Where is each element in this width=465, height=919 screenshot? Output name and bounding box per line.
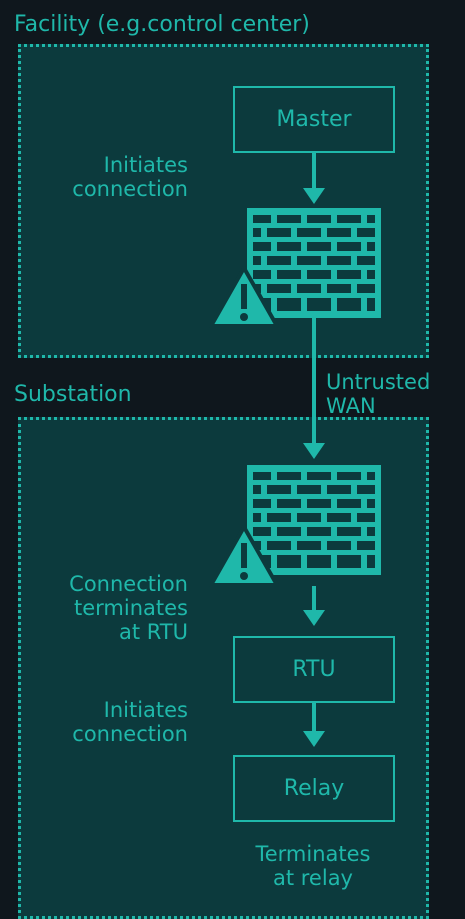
arrowhead-firewall-rtu bbox=[303, 610, 325, 626]
arrowhead-wan bbox=[303, 443, 325, 459]
relay-node: Relay bbox=[233, 755, 395, 822]
arrowhead-master-firewall bbox=[303, 188, 325, 204]
master-node: Master bbox=[233, 86, 395, 153]
rtu-node: RTU bbox=[233, 636, 395, 703]
arrowhead-rtu-relay bbox=[303, 731, 325, 747]
facility-initiates-note: Initiates connection bbox=[72, 153, 188, 201]
wan-label: Untrusted WAN bbox=[326, 370, 431, 418]
substation-initiates-note: Initiates connection bbox=[72, 698, 188, 746]
substation-title: Substation bbox=[14, 382, 132, 407]
substation-firewall-icon bbox=[247, 465, 381, 575]
connection-terminates-note: Connection terminates at RTU bbox=[69, 572, 188, 644]
facility-title: Facility (e.g.control center) bbox=[14, 12, 310, 37]
facility-firewall-icon bbox=[247, 208, 381, 318]
terminates-relay-note: Terminates at relay bbox=[255, 842, 371, 890]
